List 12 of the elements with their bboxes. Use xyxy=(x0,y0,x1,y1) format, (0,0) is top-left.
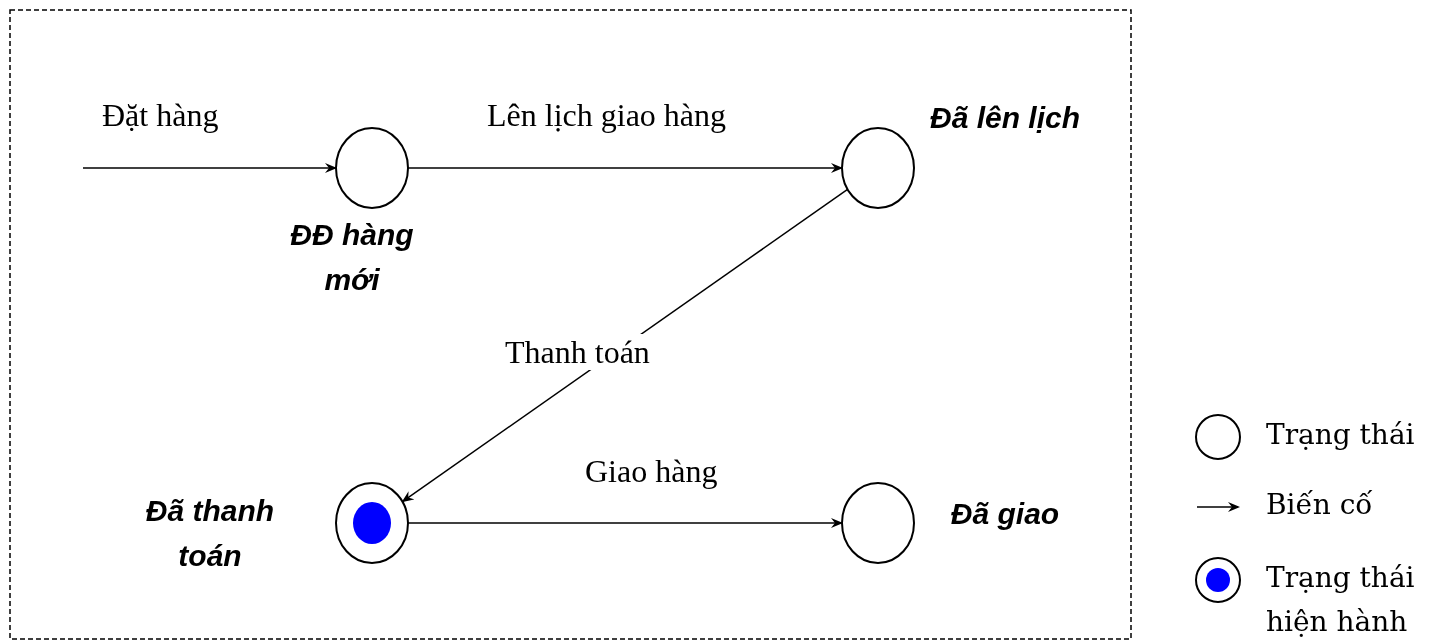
arrow xyxy=(401,188,849,503)
legend-label: Trạng thái hiện hành xyxy=(1266,560,1416,640)
arrow xyxy=(407,518,843,528)
legend-label: Biến cố xyxy=(1266,487,1374,523)
state-label: ĐĐ hàng mới xyxy=(289,217,415,298)
edge-label: Thanh toán xyxy=(503,334,652,370)
arrow xyxy=(407,163,843,173)
state-label: Đã lên lịch xyxy=(928,100,1081,136)
state-label: Đã giao xyxy=(949,496,1061,532)
legend-label: Trạng thái xyxy=(1266,417,1416,453)
state-label: Đã thanh toán xyxy=(144,493,276,574)
arrow xyxy=(82,163,337,173)
